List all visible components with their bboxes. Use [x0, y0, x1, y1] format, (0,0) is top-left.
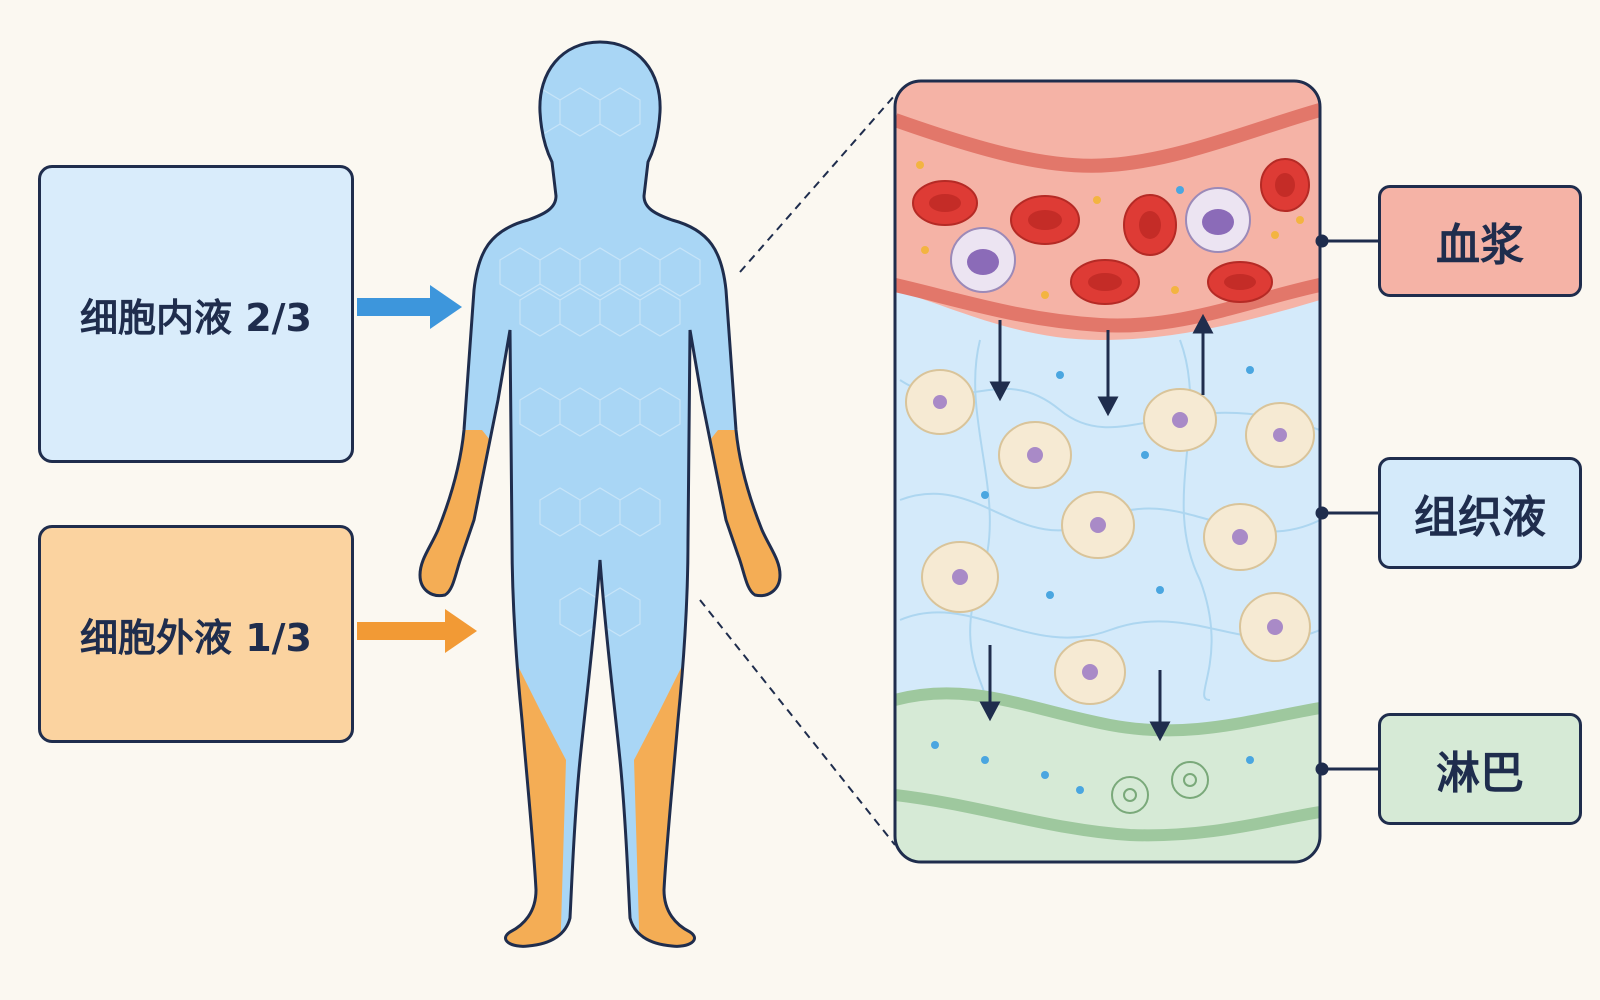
intracellular-fluid-label: 细胞内液 2/3 [38, 165, 354, 463]
extracellular-fluid-label: 细胞外液 1/3 [38, 525, 354, 743]
label-connectors [1315, 234, 1378, 776]
tissue-panel [895, 81, 1320, 862]
tissue-panel-border [893, 79, 1322, 864]
extracellular-arrow [357, 609, 477, 653]
tissue-fluid-label: 组织液 [1378, 457, 1582, 569]
plasma-label: 血浆 [1378, 185, 1582, 297]
human-body-figure [418, 40, 782, 948]
intracellular-arrow [357, 285, 462, 329]
zoom-lines [699, 94, 896, 846]
lymph-label: 淋巴 [1378, 713, 1582, 825]
